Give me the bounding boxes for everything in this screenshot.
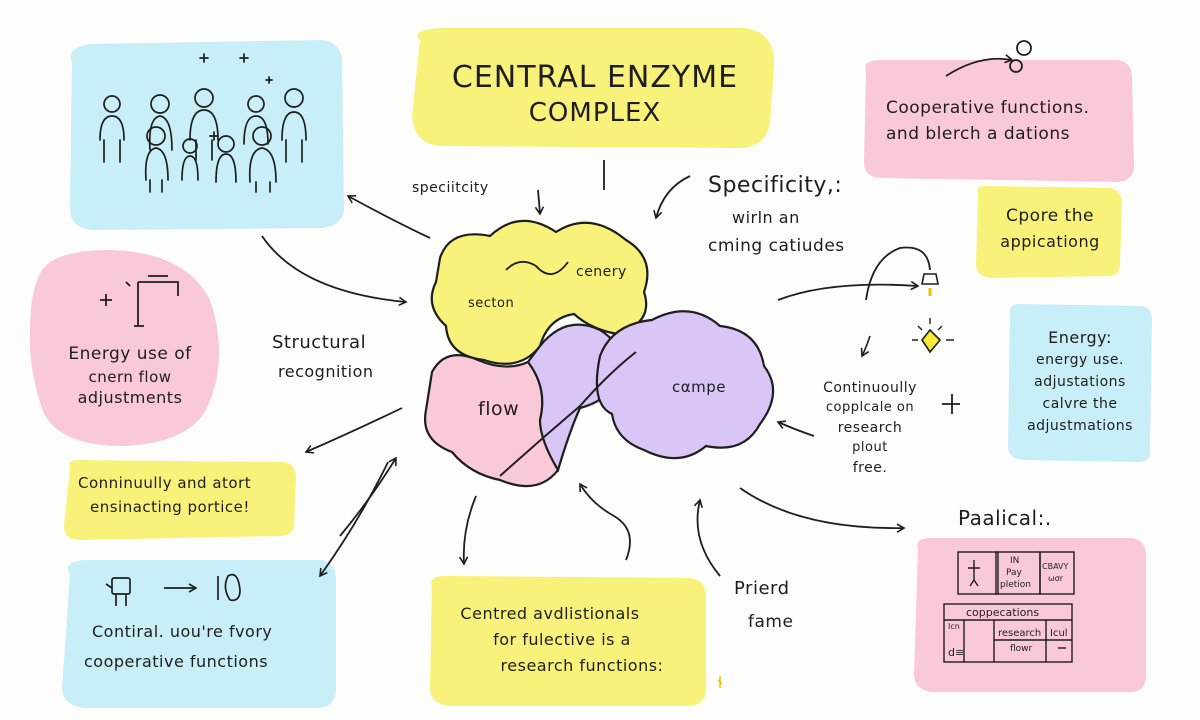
energy-right-line-4: calvre the (1042, 396, 1118, 412)
bottom-center-line-3: research functions: (500, 656, 664, 675)
label-cont-2: copplcale on (825, 400, 915, 415)
right-yellow-box (976, 186, 1122, 278)
table-in: IN (1010, 556, 1020, 566)
label-cont-4: plout (852, 440, 888, 455)
right-yellow-line-2: appicationg (1000, 232, 1100, 251)
arrow-to-molecule (945, 54, 1014, 77)
table-sketch (943, 551, 1075, 663)
left-yellow-box (64, 460, 296, 540)
faucet-icon (100, 275, 179, 327)
puzzle-piece-lavender-left (526, 323, 621, 473)
table-pay: Pay (1006, 568, 1022, 578)
puzzle-seam (499, 351, 637, 477)
label-pried-1: Prierd (734, 578, 790, 599)
title-line-2: COMPLEX (528, 98, 662, 128)
top-right-line-2: and blerch a dations (886, 124, 1070, 144)
puzzle-piece-lavender (595, 310, 775, 460)
bottom-left-box (62, 560, 336, 708)
arrow-down-small (860, 335, 871, 358)
sparkle-mark (717, 676, 723, 688)
energy-right-line-2: energy use. (1036, 352, 1124, 368)
lightning-icon (912, 318, 954, 354)
arrow-squiggle-up (579, 482, 631, 561)
arrow-to-table (739, 487, 906, 533)
label-cont-1: Continuoully (823, 380, 917, 396)
arrow-from-people (261, 235, 408, 307)
table-cbavy: CBAVY (1042, 562, 1069, 571)
table-cop: coppecations (966, 606, 1040, 619)
arrow-to-people (346, 195, 431, 239)
label-specificity-small: speciitcity (412, 180, 489, 196)
right-yellow-line-1: Cpore the (1006, 206, 1094, 226)
energy-left-line-1: Energy use of (68, 344, 192, 364)
label-pried-2: fame (748, 612, 794, 632)
left-yellow-line-2: ensinacting portice! (90, 498, 250, 516)
energy-right-box (1008, 304, 1152, 462)
label-structural-1: Structural (272, 332, 367, 353)
label-structural-2: recognition (278, 362, 374, 381)
title-line-1: CENTRAL ENZYME (451, 60, 739, 95)
puzzle-label-secton: secton (468, 296, 515, 311)
arrow-to-left-yellow (304, 407, 403, 454)
bottom-left-line-1: Contiral. uou're fvory (92, 622, 273, 641)
bottom-center-box (430, 576, 706, 706)
table-tcul: Icul (1050, 628, 1068, 639)
arrow-to-bulb (777, 280, 920, 301)
arrow-two-way-head (339, 456, 397, 537)
table-research: research (998, 628, 1042, 639)
energy-left-line-2: cnern flow (88, 368, 172, 386)
left-yellow-line-1: Conninuully and atort (78, 474, 252, 492)
label-cont-5: free. (852, 460, 888, 476)
label-wirln: wirln an (732, 208, 800, 227)
arrow-curve-pried (693, 498, 721, 577)
bulb-icon (921, 273, 939, 296)
person-icon (105, 573, 241, 606)
puzzle-label-compe: cαmpe (672, 378, 726, 396)
puzzle-label-flow: flow (478, 398, 520, 420)
puzzle-label-cenery: cenery (576, 264, 627, 280)
label-specificity-big: Specificity,: (708, 173, 843, 198)
arrow-to-puzzle (776, 420, 815, 437)
label-cont-3: research (837, 420, 903, 436)
bottom-left-line-2: cooperative functions (84, 652, 269, 671)
bottom-center-line-1: Centred avdlistionals (460, 604, 640, 623)
arrow-two-way (319, 461, 389, 578)
plus-mark (942, 394, 960, 414)
top-right-line-1: Cooperative functions. (886, 98, 1090, 118)
energy-left-line-3: adjustments (77, 388, 183, 407)
label-cming: cming catiudes (708, 236, 845, 256)
table-flowr: flowr (1010, 644, 1033, 654)
top-right-box (864, 60, 1134, 182)
molecule-icon (1009, 40, 1032, 73)
energy-left-box (29, 250, 220, 446)
energy-right-line-1: Energy: (1048, 328, 1112, 347)
people-group-icon (99, 53, 307, 193)
puzzle-loop (505, 260, 569, 275)
arrow-down-center (458, 495, 477, 566)
label-paalical: Paalical:. (958, 506, 1052, 530)
table-tcn: Icn (948, 622, 960, 631)
bottom-center-line-2: for fulective is a (493, 630, 631, 649)
table-dz: d≡ (948, 646, 965, 659)
energy-right-line-5: adjustmations (1027, 418, 1133, 434)
arrow-right-spec (653, 175, 691, 220)
arrow-specificity (534, 189, 545, 216)
bulb-arch (865, 246, 931, 301)
table-wor: ωσr (1048, 574, 1064, 583)
title-box (412, 28, 775, 148)
table-box (914, 538, 1146, 693)
table-pletion: pletion (1000, 580, 1031, 590)
energy-right-line-3: adjustations (1034, 374, 1126, 390)
people-box (70, 40, 344, 230)
